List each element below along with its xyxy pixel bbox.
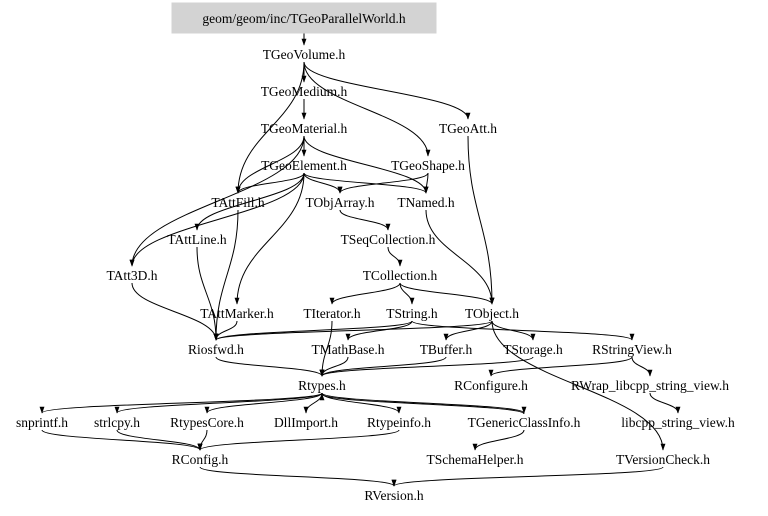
node-strlcpy[interactable]: strlcpy.h <box>94 415 140 430</box>
edge-tgenericclassinfo-to-tschemahelper <box>472 429 525 451</box>
edge-tgeovolume-to-tattfill <box>235 61 305 194</box>
edge-strlcpy-to-rconfig <box>116 429 203 451</box>
node-rwrap[interactable]: RWrap_libcpp_string_view.h <box>571 378 729 393</box>
edge-tobject-to-tbuffer <box>443 320 493 341</box>
node-tstorage[interactable]: TStorage.h <box>503 342 563 357</box>
node-rversion[interactable]: RVersion.h <box>364 488 424 503</box>
edge-tbuffer-to-rtypes <box>319 356 447 377</box>
graph-nodes: geom/geom/inc/TGeoParallelWorld.h TGeoVo… <box>16 11 735 503</box>
node-tobject[interactable]: TObject.h <box>465 306 519 321</box>
edge-tstring-to-riosfwd <box>213 320 413 341</box>
edge-tobject-to-tversioncheck <box>491 320 666 451</box>
node-rconfig[interactable]: RConfig.h <box>172 452 229 467</box>
node-tversioncheck[interactable]: TVersionCheck.h <box>616 452 710 467</box>
node-tmathbase[interactable]: TMathBase.h <box>311 342 384 357</box>
node-tatt3d[interactable]: TAtt3D.h <box>106 268 157 283</box>
node-rstringview[interactable]: RStringView.h <box>592 342 672 357</box>
edge-tstorage-to-rtypes <box>319 356 534 377</box>
edge-tgeoatt-to-tobject <box>467 135 495 305</box>
edge-tgeomaterial-to-tnamed <box>303 135 429 194</box>
node-tattfill[interactable]: TAttFill.h <box>211 195 265 210</box>
edge-tgeomaterial-to-tatt3d <box>129 135 305 267</box>
root-node-box[interactable] <box>171 2 437 34</box>
node-tgeoatt[interactable]: TGeoAtt.h <box>439 121 497 136</box>
edge-tobjarray-to-tseqcollection <box>339 209 391 231</box>
edge-tgeomaterial-to-tattfill <box>235 135 305 194</box>
edge-tatt3d-to-riosfwd <box>131 282 219 341</box>
node-dllimport[interactable]: DllImport.h <box>274 415 338 430</box>
edge-tgeoshape-to-tnamed <box>423 172 429 194</box>
edge-tgeoelement-to-tatt3d <box>129 172 305 267</box>
edge-rtypes-to-tgenericclassinfo <box>321 392 527 414</box>
edge-tobject-to-tstorage <box>491 320 536 341</box>
node-rtypes[interactable]: Rtypes.h <box>298 378 346 393</box>
node-tstring[interactable]: TString.h <box>386 306 438 321</box>
node-root[interactable]: geom/geom/inc/TGeoParallelWorld.h <box>202 11 405 26</box>
node-tattmarker[interactable]: TAttMarker.h <box>200 306 274 321</box>
node-tcollection[interactable]: TCollection.h <box>363 268 438 283</box>
edge-rstringview-to-rconfigure <box>488 356 633 377</box>
edge-rstringview-to-rwrap <box>631 356 653 377</box>
node-tnamed[interactable]: TNamed.h <box>397 195 455 210</box>
edge-tobject-to-riosfwd <box>213 320 493 341</box>
edge-rtypes-to-strlcpy <box>114 392 323 414</box>
edge-snprintf-to-rconfig <box>41 429 203 451</box>
edge-rconfig-to-rversion <box>199 466 397 487</box>
edge-tattfill-to-riosfwd <box>213 209 239 341</box>
node-tgeomedium[interactable]: TGeoMedium.h <box>261 84 348 99</box>
edge-rtypeinfo-to-rconfig <box>197 429 400 451</box>
node-tgenericclassinfo[interactable]: TGenericClassInfo.h <box>468 415 581 430</box>
edge-tstring-to-rstringview <box>411 320 635 341</box>
edge-tseqcollection-to-tcollection <box>387 246 403 267</box>
node-tseqcollection[interactable]: TSeqCollection.h <box>341 232 436 247</box>
edge-rtypes-to-rtypeinfo <box>321 392 402 414</box>
edge-tgeoshape-to-tobjarray <box>337 172 429 194</box>
edge-tgeoelement-to-tattfill <box>235 172 305 194</box>
node-titerator[interactable]: TIterator.h <box>303 306 361 321</box>
edge-tattline-to-riosfwd <box>196 246 219 341</box>
edge-tcollection-to-titerator <box>329 282 401 305</box>
node-riosfwd[interactable]: Riosfwd.h <box>188 342 244 357</box>
node-tgeovolume[interactable]: TGeoVolume.h <box>263 47 346 62</box>
edge-tgeoelement-to-tattline <box>194 172 305 231</box>
edge-tstring-to-tmathbase <box>345 320 413 341</box>
node-tgeoshape[interactable]: TGeoShape.h <box>391 158 465 173</box>
edge-tcollection-to-tobject <box>399 282 495 305</box>
node-tgeoelement[interactable]: TGeoElement.h <box>261 158 347 173</box>
edge-tversioncheck-to-rversion <box>391 466 664 487</box>
edge-tgeoelement-to-tnamed <box>303 172 429 194</box>
edge-tgeoelement-to-tobjarray <box>303 172 343 194</box>
edge-tgeoelement-to-tattmarker <box>234 172 305 305</box>
dependency-edges <box>39 25 681 487</box>
node-tbuffer[interactable]: TBuffer.h <box>420 342 473 357</box>
edge-tgeovolume-to-tgeoshape <box>303 61 431 157</box>
edge-tgeovolume-to-tgeoatt <box>303 61 471 120</box>
edge-riosfwd-to-rtypes <box>215 356 325 377</box>
node-rtypeinfo[interactable]: Rtypeinfo.h <box>367 415 431 430</box>
edge-rtypes-to-snprintf <box>39 392 323 414</box>
node-rconfigure[interactable]: RConfigure.h <box>454 378 528 393</box>
node-tobjarray[interactable]: TObjArray.h <box>306 195 375 210</box>
node-tattline[interactable]: TAttLine.h <box>167 232 227 247</box>
node-snprintf[interactable]: snprintf.h <box>16 415 68 430</box>
node-tschemahelper[interactable]: TSchemaHelper.h <box>426 452 523 467</box>
edge-tnamed-to-tobject <box>425 209 495 305</box>
node-tgeomaterial[interactable]: TGeoMaterial.h <box>261 121 348 136</box>
edge-tgenericclassinfo-to-rtypes <box>319 393 525 415</box>
edge-rtypes-to-rtypescore <box>204 392 323 414</box>
node-libcpp-string-view[interactable]: libcpp_string_view.h <box>621 415 735 430</box>
edge-tcollection-to-tstring <box>399 282 415 305</box>
node-rtypescore[interactable]: RtypesCore.h <box>170 415 244 430</box>
edge-rwrap-to-libcpp <box>649 392 681 414</box>
